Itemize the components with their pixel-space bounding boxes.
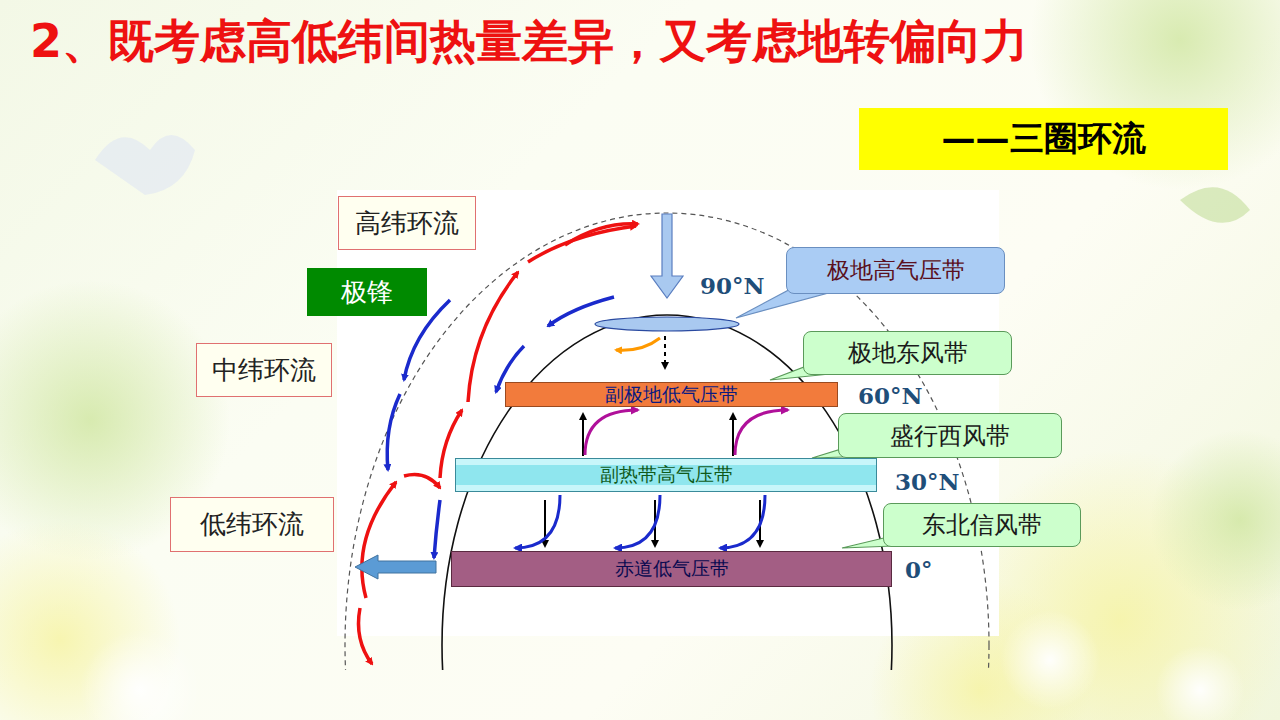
wind-arrow <box>735 410 788 455</box>
pressure-band: 副极地低气压带 <box>505 382 838 407</box>
wind-arrow <box>615 495 660 548</box>
latitude-label: 30°N <box>895 468 960 495</box>
node-text: 极锋 <box>341 275 393 310</box>
wind-arrow <box>720 495 765 548</box>
cell-label: 高纬环流 <box>338 196 476 250</box>
subtitle-box: ——三圈环流 <box>859 108 1228 170</box>
front-label: 极锋 <box>307 268 427 316</box>
wind-arrow <box>585 410 638 455</box>
latitude-label: 60°N <box>858 382 923 409</box>
latitude-label: 90°N <box>700 272 765 299</box>
node-text: ——三圈环流 <box>942 116 1146 162</box>
node-text: 极地东风带 <box>848 337 968 369</box>
cell-label: 中纬环流 <box>196 343 332 397</box>
cell-label: 低纬环流 <box>170 497 334 552</box>
node-text: 低纬环流 <box>200 507 304 542</box>
title-text: 2、既考虑高低纬间热量差异，又考虑地转偏向力 <box>30 14 1028 68</box>
slide-title: 2、既考虑高低纬间热量差异，又考虑地转偏向力 <box>30 14 1028 69</box>
node-text: 高纬环流 <box>355 206 459 241</box>
node-text: 东北信风带 <box>922 509 1042 541</box>
node-text: 赤道低气压带 <box>615 556 729 582</box>
node-text: 副极地低气压带 <box>605 382 738 408</box>
wind-arrow <box>515 495 560 548</box>
node-text: 极地高气压带 <box>827 255 965 286</box>
node-text: 副热带高气压带 <box>600 462 733 488</box>
wind-callout: 东北信风带 <box>883 503 1081 547</box>
pressure-band: 赤道低气压带 <box>451 551 892 587</box>
pressure-band: 副热带高气压带 <box>455 458 877 492</box>
node-text: 盛行西风带 <box>890 420 1010 452</box>
node-text: 中纬环流 <box>212 353 316 388</box>
wind-callout: 极地东风带 <box>803 331 1012 375</box>
latitude-label: 0° <box>905 556 933 583</box>
wind-callout: 盛行西风带 <box>838 413 1062 458</box>
pressure-callout: 极地高气压带 <box>786 247 1005 294</box>
